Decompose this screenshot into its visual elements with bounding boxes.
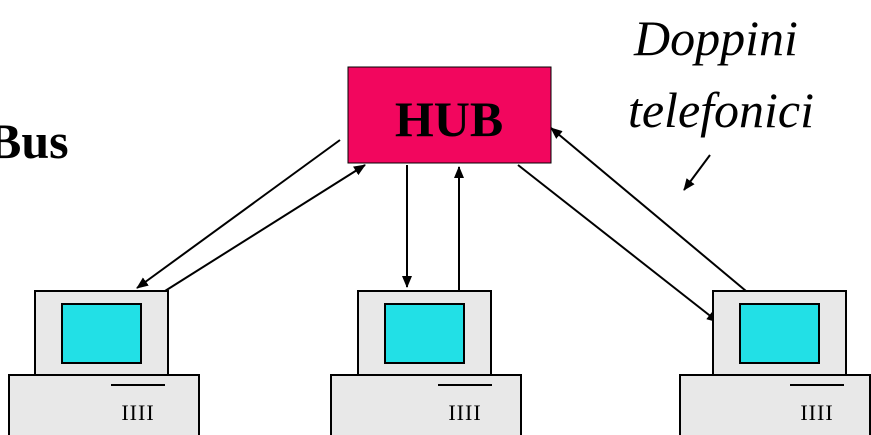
hub: HUB (347, 66, 552, 164)
vent-slots: IIII (448, 400, 481, 425)
vent-slots: IIII (800, 400, 833, 425)
computer-center: IIII (330, 290, 522, 435)
arrow-hub-to-left-pc (136, 139, 341, 289)
arrow-hub-to-right-pc (517, 164, 719, 323)
system-unit (8, 374, 200, 435)
cable-note-pointer-arrow (683, 154, 711, 191)
cable-note-line2: telefonici (628, 82, 814, 138)
screen (739, 303, 820, 364)
computer-right: IIII (679, 290, 871, 435)
connections (136, 127, 747, 323)
vent-slots: IIII (121, 400, 154, 425)
computer-left: IIII (8, 290, 200, 435)
cable-note-line1: Doppini (633, 10, 798, 66)
arrow-left-pc-to-hub (164, 164, 366, 292)
system-unit (330, 374, 522, 435)
arrow-right-pc-to-hub (550, 127, 747, 292)
hub-label: HUB (395, 91, 503, 147)
hub-box (347, 66, 552, 164)
cable-note: Doppini telefonici (628, 10, 814, 191)
bus-label: Bus (0, 113, 69, 169)
screen (61, 303, 142, 364)
screen (384, 303, 465, 364)
